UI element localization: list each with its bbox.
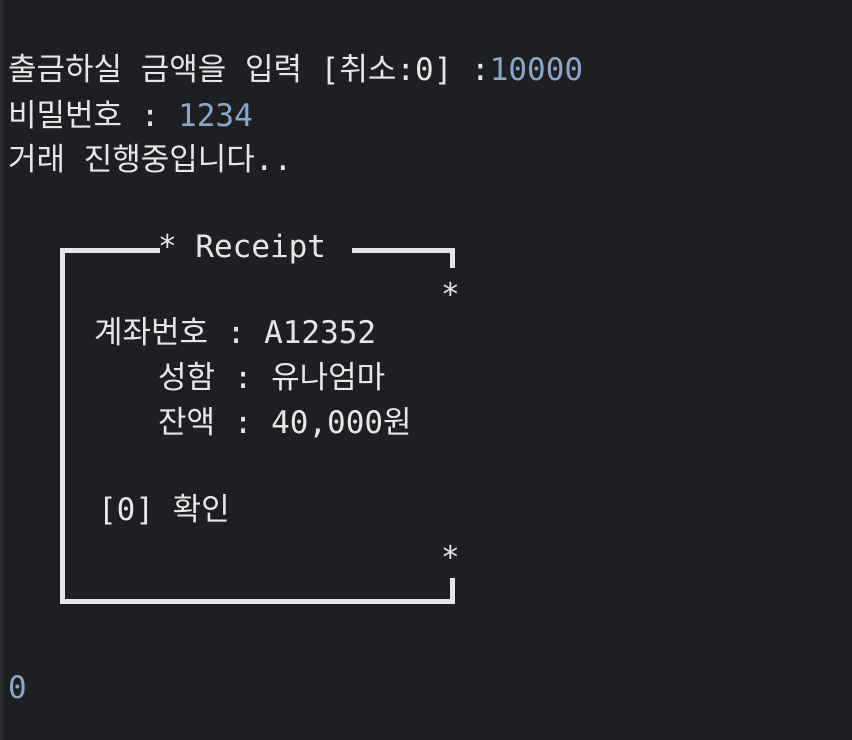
receipt-bottom-right-corner [450,578,455,604]
account-label: 계좌번호 [94,315,209,351]
withdraw-line: 출금하실 금액을 입력 [취소:0] :10000 [8,50,583,90]
name-label: 성함 [158,360,216,396]
balance-row: 잔액 : 40,000원 [158,403,412,443]
receipt-title: * Receipt [158,229,326,265]
withdraw-input: 10000 [489,52,584,88]
withdraw-prompt: 출금하실 금액을 입력 [취소:0] : [8,52,490,88]
separator: : [233,360,253,396]
account-value: A12352 [264,315,377,351]
receipt-top-border-right [352,248,455,253]
receipt-corner-mark-top: * [441,277,460,313]
separator: : [226,315,246,351]
balance-value: 40,000원 [271,405,412,441]
account-row: 계좌번호 : A12352 [94,313,376,353]
final-input[interactable]: 0 [8,670,27,706]
name-row: 성함 : 유나엄마 [158,358,385,398]
receipt-bottom-border [60,599,455,604]
receipt-top-right-corner [450,248,455,268]
processing-text: 거래 진행중입니다.. [8,142,293,178]
separator: : [233,405,253,441]
receipt-left-border [60,248,65,604]
name-value: 유나엄마 [271,360,386,396]
pin-input: 1234 [178,98,253,134]
receipt-corner-mark-bottom: * [441,540,460,576]
pin-line: 비밀번호 : 1234 [8,96,253,136]
confirm-option: [0] 확인 [98,492,230,528]
pin-prompt: 비밀번호 : [8,98,179,134]
balance-label: 잔액 [158,405,216,441]
receipt-top-border-left [60,248,160,253]
window-edge [0,0,3,740]
